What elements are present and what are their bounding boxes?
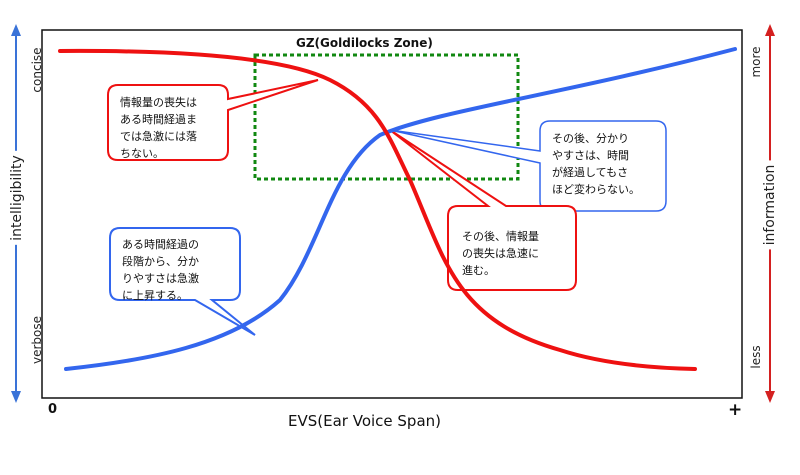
- callout-intelligibility-late: その後、分かり やすさは、時間 が経過してもさ ほど変わらない。: [552, 132, 640, 196]
- right-axis-top-label: more: [749, 46, 763, 78]
- goldilocks-zone-box: [253, 53, 520, 181]
- right-axis-name: information: [762, 160, 778, 250]
- callout-info-late: その後、情報量 の喪失は急速に 進む。: [462, 230, 539, 277]
- plot-frame: [41, 29, 743, 399]
- callout-info-early: 情報量の喪失は ある時間経過ま では急激には落 ちない。: [120, 96, 197, 160]
- callout-info-late-shape: [389, 129, 577, 291]
- left-axis-name: intelligibility: [9, 151, 25, 245]
- right-axis-bottom-label: less: [749, 345, 763, 369]
- callout-intelligibility-early-shape: [109, 227, 256, 336]
- left-axis-bottom-label: verbose: [30, 315, 44, 365]
- diagram-title: GZ(Goldilocks Zone): [296, 36, 433, 50]
- callout-info-early-shape: [107, 79, 319, 161]
- x-axis-end-label: +: [728, 400, 743, 420]
- left-axis-top-label: concise: [30, 47, 44, 93]
- intelligibility-curve: [64, 47, 737, 371]
- callout-intelligibility-early: ある時間経過の 段階から、分か りやすさは急激 に上昇する。: [122, 238, 199, 302]
- chart-curves: [58, 47, 737, 371]
- x-axis-start-label: 0: [48, 402, 58, 417]
- x-axis-label: EVS(Ear Voice Span): [288, 412, 441, 430]
- information-curve: [58, 48, 697, 371]
